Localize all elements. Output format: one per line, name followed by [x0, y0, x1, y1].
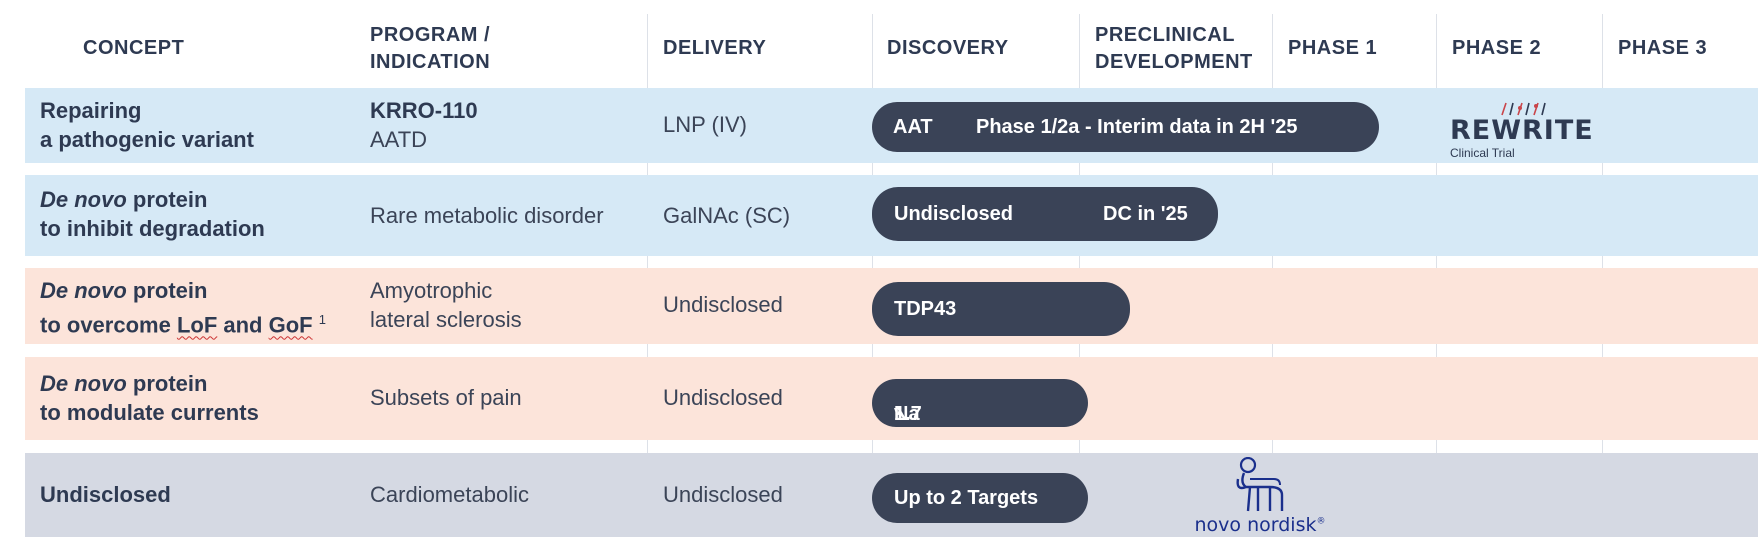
concept-cell: De novo protein to inhibit degradation [40, 185, 265, 243]
pipeline-bar: Undisclosed DC in '25 [872, 187, 1218, 241]
concept-italic: De novo [40, 187, 127, 212]
footnote-marker: 1 [318, 312, 326, 327]
rewrite-logo: REWRITE Clinical Trial [1450, 100, 1594, 160]
header-program-line1: PROGRAM / [370, 24, 491, 46]
header-concept: CONCEPT [83, 37, 185, 59]
table-row: Repairing a pathogenic variant KRRO-110 … [25, 88, 1758, 163]
pill-status-label: Phase 1/2a - Interim data in 2H '25 [976, 115, 1298, 138]
header-program: PROGRAM / INDICATION [370, 22, 490, 76]
pill-target-tail: 1.7 [894, 403, 922, 425]
program-cell: Subsets of pain [370, 385, 522, 410]
delivery-cell: Undisclosed [663, 385, 783, 410]
header-phase2: PHASE 2 [1452, 37, 1542, 59]
header-phase3: PHASE 3 [1618, 37, 1708, 59]
pill-target-label: Up to 2 Targets [894, 486, 1039, 509]
concept-line1: De novo protein [40, 185, 265, 214]
pipeline-bar: AAT Phase 1/2a - Interim data in 2H '25 [872, 102, 1379, 152]
concept-line2: to inhibit degradation [40, 216, 265, 241]
table-row: De novo protein to inhibit degradation R… [25, 175, 1758, 256]
program-cell: Cardiometabolic [370, 482, 529, 507]
rewrite-logo-mark [1501, 102, 1546, 116]
pill-status-label: DC in '25 [1103, 202, 1188, 225]
rewrite-logo-subtitle: Clinical Trial [1450, 146, 1515, 160]
program-line2: lateral sclerosis [370, 307, 522, 332]
apis-bull-icon [1236, 456, 1284, 512]
header-program-line2: INDICATION [370, 51, 491, 73]
program-cell: Amyotrophic lateral sclerosis [370, 276, 522, 334]
concept-line2: to overcome LoF and GoF 1 [40, 305, 326, 339]
concept-cell: De novo protein to modulate currents [40, 369, 259, 427]
pipeline-bar: TDP43 [872, 282, 1130, 336]
header-preclinical-line2: DEVELOPMENT [1095, 51, 1253, 73]
program-indication: AATD [370, 127, 428, 152]
novo-nordisk-text: novo nordisk® [1185, 514, 1335, 536]
program-cell: Rare metabolic disorder [370, 203, 604, 228]
concept-text: protein [132, 278, 208, 303]
concept-italic: De novo [40, 371, 127, 396]
delivery-cell: GalNAc (SC) [663, 203, 791, 228]
pill-target-subscript: v [894, 403, 902, 418]
concept-line1: De novo protein [40, 369, 259, 398]
pill-target-main: Na [894, 403, 920, 425]
pill-target-label: TDP43 [894, 297, 957, 320]
pipeline-bar: Up to 2 Targets [872, 473, 1088, 523]
program-line1: Amyotrophic [370, 278, 493, 303]
concept-text: protein [132, 187, 208, 212]
header-delivery: DELIVERY [663, 37, 767, 59]
table-header: CONCEPT PROGRAM / INDICATION DELIVERY DI… [0, 0, 1758, 85]
concept-text: and [217, 312, 269, 338]
rewrite-logo-text: REWRITE [1450, 115, 1594, 146]
header-preclinical: PRECLINICAL DEVELOPMENT [1095, 22, 1253, 76]
concept-line2: to modulate currents [40, 400, 259, 425]
header-discovery: DISCOVERY [887, 37, 1009, 59]
pill-target-label: AAT [893, 115, 933, 138]
novo-nordisk-wordmark: novo nordisk [1194, 514, 1317, 536]
novo-nordisk-logo: novo nordisk® [1185, 456, 1335, 536]
delivery-cell: Undisclosed [663, 482, 783, 507]
program-cell: KRRO-110 AATD [370, 96, 478, 154]
table-row: De novo protein to modulate currents Sub… [25, 357, 1758, 440]
header-phase1: PHASE 1 [1288, 37, 1378, 59]
concept-cell: De novo protein to overcome LoF and GoF … [40, 276, 326, 339]
concept-text: protein [132, 371, 208, 396]
header-preclinical-line1: PRECLINICAL [1095, 24, 1235, 46]
concept-line1: Repairing [40, 98, 142, 123]
program-name: KRRO-110 [370, 98, 478, 123]
delivery-cell: LNP (IV) [663, 112, 747, 137]
delivery-cell: Undisclosed [663, 292, 783, 317]
concept-cell: Undisclosed [40, 482, 171, 507]
concept-line2: a pathogenic variant [40, 127, 254, 152]
table-row: De novo protein to overcome LoF and GoF … [25, 268, 1758, 344]
concept-cell: Repairing a pathogenic variant [40, 96, 254, 154]
concept-italic: De novo [40, 278, 127, 303]
concept-lof: LoF [176, 312, 218, 338]
concept-text: to overcome [40, 312, 177, 338]
registered-mark: ® [1316, 516, 1326, 527]
concept-line1: De novo protein [40, 276, 326, 305]
concept-gof: GoF [268, 312, 313, 338]
pill-target-label: Undisclosed [894, 202, 1013, 225]
table-row: Undisclosed Cardiometabolic Undisclosed … [25, 453, 1758, 537]
